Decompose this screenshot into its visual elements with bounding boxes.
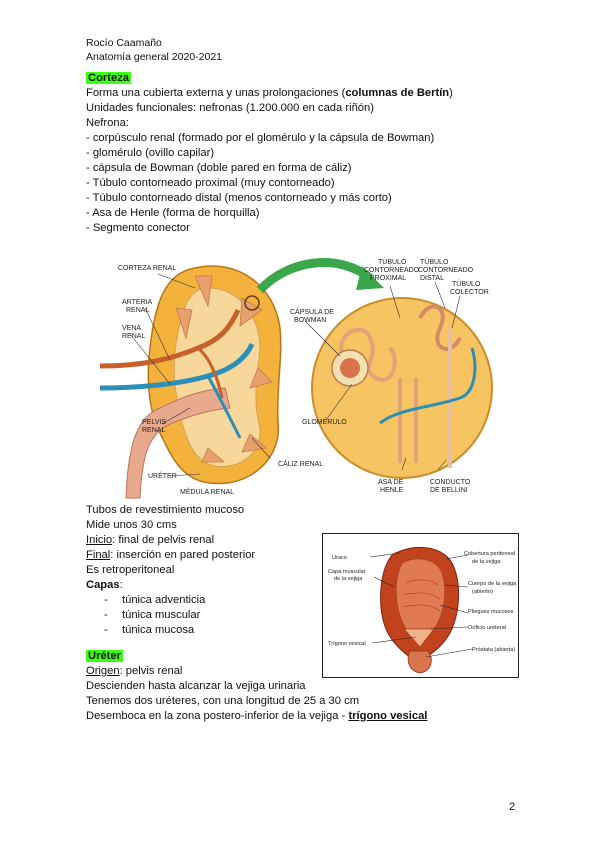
ureter-inicio: Inicio: final de pelvis renal: [86, 534, 215, 546]
label-cuerpo: (abierto): [472, 589, 493, 595]
label-vena: VENA: [122, 325, 141, 332]
nefrona-item: - Túbulo contorneado proximal (muy conto…: [86, 177, 335, 189]
label-glomerulo: GLOMÉRULO: [302, 417, 347, 426]
label-colector: TÚBULO: [452, 279, 481, 288]
label-uraco: Uraco: [332, 555, 347, 561]
label-asa: HENLE: [380, 487, 404, 494]
label-medula: MÉDULA RENAL: [180, 487, 234, 496]
ureter-heading: Uréter: [86, 650, 123, 662]
label-cobertura: Cobertura peritoneal: [464, 551, 515, 557]
label-conducto: DE BELLINI: [430, 487, 468, 494]
label-capsula: CÁPSULA DE: [290, 307, 334, 316]
layer-dash: -: [104, 594, 108, 606]
label-corteza-renal: CORTEZA RENAL: [118, 265, 176, 272]
label-capa-muscular: de la vejiga: [334, 576, 363, 582]
nefrona-item: - Segmento conector: [86, 222, 190, 234]
bladder-illustration: Uraco Capa muscular de la vejiga Trígono…: [322, 533, 519, 678]
nefrona-item: - glomérulo (ovillo capilar): [86, 147, 215, 159]
label-pelvis: PELVIS: [142, 419, 166, 426]
layer-dash: -: [104, 609, 108, 621]
corteza-heading: Corteza: [86, 72, 132, 84]
label-trigono: Trígono vesical: [328, 641, 366, 647]
label-arteria: ARTERIA: [122, 299, 153, 306]
label-tcp: CONTORNEADO: [364, 267, 420, 274]
corteza-line-3: Nefrona:: [86, 117, 129, 129]
label-tcd: DISTAL: [420, 275, 444, 282]
label-tcd: TÚBULO: [420, 257, 449, 266]
layer-item: túnica adventicia: [122, 594, 206, 606]
label-asa: ASA DE: [378, 479, 404, 486]
kidney-nephron-illustration: CORTEZA RENAL ARTERIA RENAL VENA RENAL P…: [100, 257, 493, 499]
label-pelvis: RENAL: [142, 427, 165, 434]
layer-dash: -: [104, 624, 108, 636]
label-capa-muscular: Capa muscular: [328, 569, 366, 575]
nefrona-item: - corpúsculo renal (formado por el glomé…: [86, 132, 435, 144]
ureter-line-5: Es retroperitoneal: [86, 564, 175, 576]
label-tcp: TÚBULO: [378, 257, 407, 266]
label-colector: COLECTOR: [450, 289, 489, 296]
label-conducto: CONDUCTO: [430, 479, 471, 486]
label-caliz: CÁLIZ RENAL: [278, 459, 323, 468]
label-pliegues: Pliegues mucosos: [468, 609, 514, 615]
layer-item: túnica muscular: [122, 609, 201, 621]
label-prostata: Próstata (abierta): [472, 647, 515, 653]
label-vena: RENAL: [122, 333, 145, 340]
label-arteria: RENAL: [126, 307, 149, 314]
corteza-line-1: Forma una cubierta externa y unas prolon…: [86, 87, 453, 99]
course-title: Anatomía general 2020-2021: [86, 51, 223, 63]
label-tcp: PROXIMAL: [370, 275, 406, 282]
capas-heading: Capas:: [86, 579, 123, 591]
nefrona-item: - Asa de Henle (forma de horquilla): [86, 207, 260, 219]
author-name: Rocío Caamaño: [86, 37, 162, 49]
label-cobertura: de la vejiga: [472, 559, 501, 565]
label-orificio: Orificio ureteral: [468, 625, 506, 631]
nefrona-item: - Túbulo contorneado distal (menos conto…: [86, 192, 392, 204]
ureter-origen: Origen: pelvis renal: [86, 665, 183, 677]
page-number: 2: [509, 801, 516, 813]
label-ureter: URÉTER: [148, 471, 177, 480]
label-capsula: BOWMAN: [294, 317, 326, 324]
ureter-final: Final: inserción en pared posterior: [86, 549, 256, 561]
layer-item: túnica mucosa: [122, 624, 195, 636]
ureter-line-1: Tubos de revestimiento mucoso: [86, 504, 245, 516]
ureter-line-11: Desemboca en la zona postero-inferior de…: [86, 710, 428, 722]
label-cuerpo: Cuerpo de la vejiga: [468, 581, 517, 587]
corteza-line-2: Unidades funcionales: nefronas (1.200.00…: [86, 102, 374, 114]
ureter-line-10: Tenemos dos uréteres, con una longitud d…: [86, 695, 360, 707]
nefrona-item: - cápsula de Bowman (doble pared en form…: [86, 162, 352, 174]
label-tcd: CONTORNEADO: [418, 267, 474, 274]
ureter-line-9: Descienden hasta alcanzar la vejiga urin…: [86, 680, 306, 692]
ureter-line-2: Mide unos 30 cms: [86, 519, 177, 531]
